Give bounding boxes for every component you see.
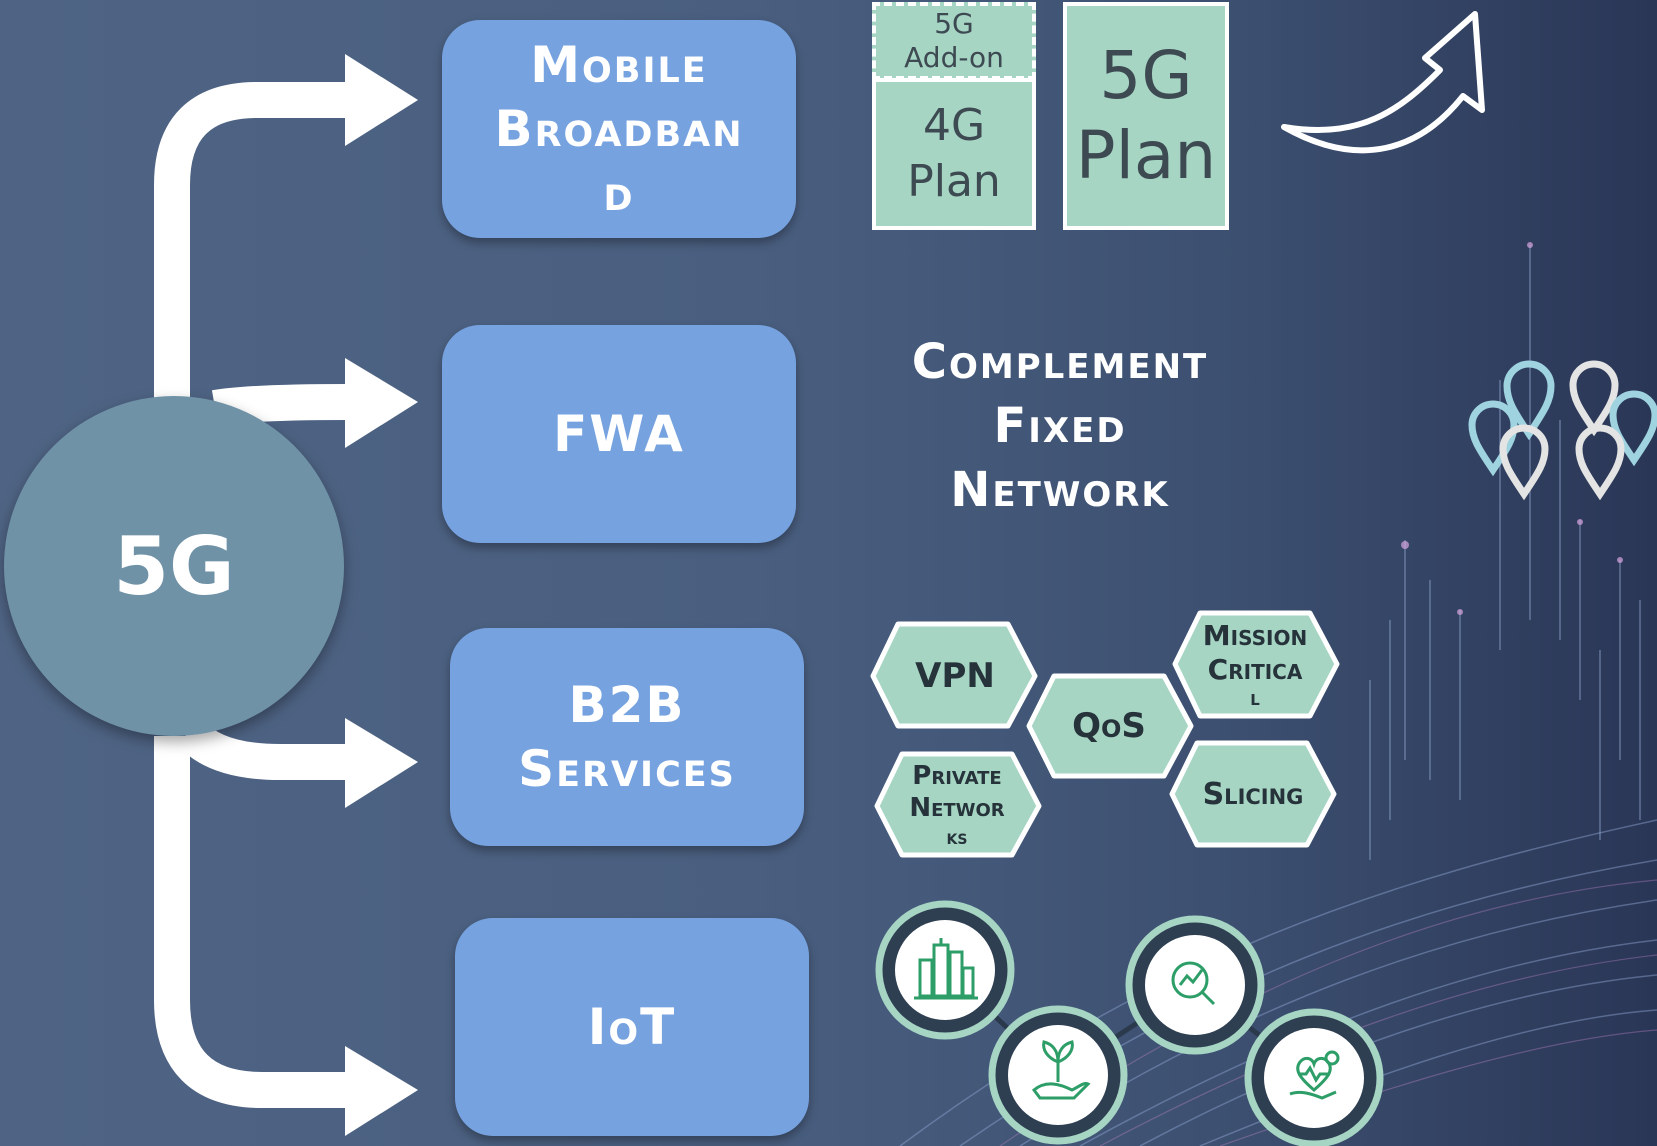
map-pin-icon: [1503, 360, 1555, 441]
b2b-line-2: Services: [518, 740, 736, 798]
vpn-label: VPN: [880, 640, 1030, 712]
arrow-mobile-broadband: [154, 82, 348, 400]
agriculture-icon: [988, 1005, 1128, 1145]
map-pin-icon: [1499, 424, 1549, 501]
arrow-iot: [154, 736, 348, 1108]
private-networks-line-3: ks: [946, 825, 968, 849]
map-pin-icon: [1575, 424, 1625, 501]
mobile-broadband-line-1: Mobile: [530, 36, 708, 94]
private-networks-label: Private Networ ks: [882, 755, 1032, 855]
b2b-line-1: B2B: [568, 676, 686, 734]
4g-plan-line-1: 4G: [922, 100, 986, 151]
map-pin-icon: [1609, 390, 1657, 467]
addon-line-2: Add-on: [904, 41, 1004, 74]
slicing-text: Slicing: [1202, 776, 1304, 812]
vpn-hexagon: [870, 621, 1038, 729]
qos-label: QoS: [1034, 690, 1184, 762]
private-networks-line-1: Private: [912, 761, 1002, 791]
5g-plan: 5G Plan: [1063, 2, 1229, 230]
map-pin-icon: [1468, 400, 1518, 477]
vpn-text: VPN: [915, 656, 995, 696]
5g-hub-label: 5G: [113, 519, 235, 613]
b2b-services-box: B2B Services: [450, 628, 804, 846]
qos-hexagon: [1026, 673, 1194, 779]
mobile-broadband-line-3: d: [603, 164, 635, 222]
4g-plan-line-2: Plan: [907, 156, 1001, 207]
mission-critical-label: Mission Critica l: [1180, 614, 1330, 716]
5g-addon-plan: 5G Add-on: [872, 2, 1036, 80]
5g-plan-line-2: Plan: [1075, 117, 1217, 194]
mission-critical-line-3: l: [1250, 686, 1260, 711]
map-pin-icon: [1569, 360, 1619, 437]
5g-hub: 5G: [4, 396, 344, 736]
private-networks-hexagon: [874, 751, 1042, 858]
slicing-label: Slicing: [1178, 758, 1328, 830]
mission-critical-hexagon: [1172, 610, 1340, 719]
health-icon: [1244, 1008, 1384, 1146]
analytics-icon: [1125, 915, 1265, 1055]
4g-plan: 4G Plan: [872, 78, 1036, 230]
mission-critical-line-2: Critica: [1207, 653, 1303, 686]
fwa-label: FWA: [553, 405, 685, 463]
smart-city-icon: [875, 900, 1015, 1040]
5g-plan-line-1: 5G: [1099, 37, 1193, 114]
iot-label: IoT: [587, 998, 677, 1056]
fwa-note-line-3: Network: [950, 462, 1170, 518]
arrow-b2b: [176, 719, 348, 780]
mobile-broadband-line-2: Broadban: [494, 100, 744, 158]
fwa-note-line-2: Fixed: [993, 398, 1127, 454]
mission-critical-line-1: Mission: [1202, 619, 1308, 652]
slicing-hexagon: [1169, 740, 1337, 848]
private-networks-line-2: Networ: [909, 793, 1005, 823]
mobile-broadband-box: Mobile Broadban d: [442, 20, 796, 238]
addon-line-1: 5G: [934, 7, 974, 40]
fwa-box: FWA: [442, 325, 796, 543]
qos-text: QoS: [1072, 706, 1146, 746]
fwa-note-line-1: Complement: [911, 334, 1209, 390]
complement-fixed-network-text: Complement Fixed Network: [880, 330, 1240, 522]
iot-box: IoT: [455, 918, 809, 1136]
